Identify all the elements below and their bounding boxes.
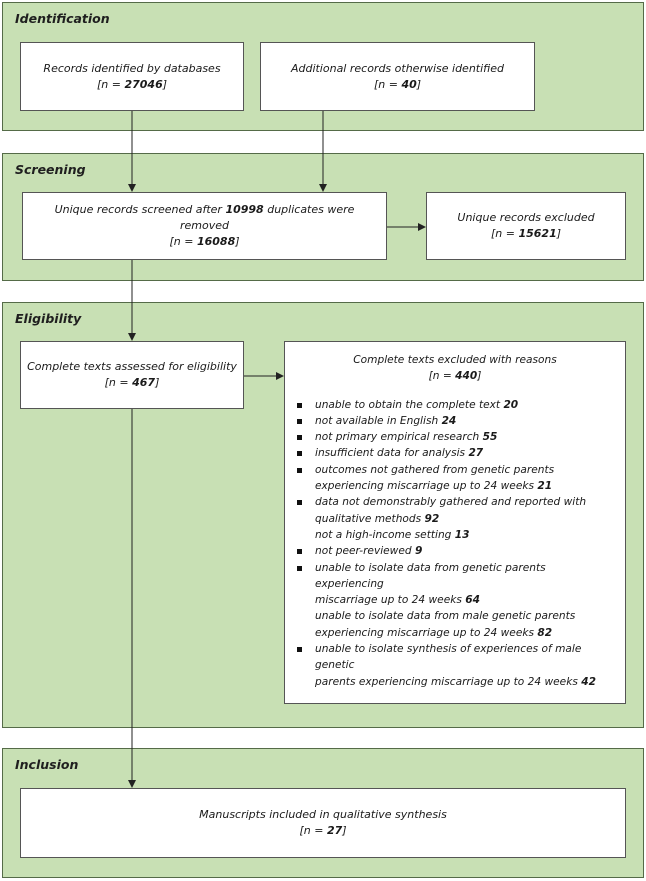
screening-excluded-count: [n = 15621] bbox=[490, 227, 562, 240]
assessed-box: Complete texts assessed for eligibility … bbox=[20, 341, 244, 409]
exclusion-reason-text: experiencing miscarriage up to 24 weeks bbox=[315, 480, 534, 493]
exclusion-reason-count: 55 bbox=[482, 431, 498, 444]
exclusion-reason-count: 82 bbox=[537, 626, 553, 639]
eligibility-excluded-count: [n = 440] bbox=[428, 370, 482, 383]
exclusion-reason-text: unable to isolate data from male genetic… bbox=[315, 610, 576, 623]
exclusion-reason-item: data not demonstrably gathered and repor… bbox=[291, 494, 617, 527]
stage-title-eligibility: Eligibility bbox=[15, 311, 82, 326]
exclusion-reason-count: 24 bbox=[441, 414, 457, 427]
exclusion-reason-text: unable to isolate data from genetic pare… bbox=[315, 561, 546, 590]
exclusion-reason-count: 27 bbox=[468, 447, 484, 460]
exclusion-reason-count: 9 bbox=[414, 545, 423, 558]
exclusion-reason-item: unable to isolate synthesis of experienc… bbox=[291, 641, 617, 690]
included-count: [n = 27] bbox=[299, 824, 347, 837]
exclusion-reason-item: outcomes not gathered from genetic paren… bbox=[291, 462, 617, 495]
assessed-label: Complete texts assessed for eligibility bbox=[27, 360, 237, 373]
exclusion-reason-text: not peer-reviewed bbox=[315, 545, 412, 558]
screened-count: [n = 16088] bbox=[169, 235, 240, 248]
databases-label: Records identified by databases bbox=[43, 61, 221, 75]
exclusion-reason-count: 13 bbox=[454, 528, 470, 541]
exclusion-reason-item: not a high-income setting 13 bbox=[291, 527, 617, 543]
included-box: Manuscripts included in qualitative synt… bbox=[20, 788, 626, 858]
eligibility-excluded-label: Complete texts excluded with reasons bbox=[353, 354, 557, 366]
exclusion-reason-text: insufficient data for analysis bbox=[315, 447, 466, 460]
exclusion-reason-text: not available in English bbox=[315, 414, 439, 427]
exclusion-reason-text: unable to obtain the complete text bbox=[315, 398, 501, 411]
screened-label: Unique records screened after 10998 dupl… bbox=[54, 203, 355, 232]
databases-count: [n = 27046] bbox=[96, 77, 168, 91]
stage-title-identification: Identification bbox=[15, 11, 110, 26]
exclusion-reason-count: 21 bbox=[537, 480, 553, 493]
exclusion-reason-text: not primary empirical research bbox=[315, 431, 480, 444]
exclusion-reason-text: unable to isolate synthesis of experienc… bbox=[315, 643, 582, 672]
exclusion-reason-text: parents experiencing miscarriage up to 2… bbox=[315, 675, 578, 688]
exclusion-reason-count: 64 bbox=[465, 594, 480, 607]
exclusion-reason-item: unable to isolate data from genetic pare… bbox=[291, 560, 617, 609]
stage-title-screening: Screening bbox=[15, 162, 86, 177]
exclusion-reason-count: 92 bbox=[424, 512, 440, 525]
screening-excluded-label: Unique records excluded bbox=[457, 211, 595, 224]
additional-records-box: Additional records otherwise identified … bbox=[260, 42, 535, 111]
exclusion-reason-count: 20 bbox=[503, 398, 519, 411]
eligibility-excluded-header: Complete texts excluded with reasons [n … bbox=[285, 352, 625, 385]
additional-count: [n = 40] bbox=[373, 77, 422, 91]
exclusion-reason-text: outcomes not gathered from genetic paren… bbox=[315, 463, 555, 476]
assessed-count: [n = 467] bbox=[104, 376, 160, 389]
screening-excluded-box: Unique records excluded [n = 15621] bbox=[426, 192, 626, 260]
included-label: Manuscripts included in qualitative synt… bbox=[199, 808, 447, 821]
exclusion-reason-count: 42 bbox=[581, 675, 596, 688]
eligibility-excluded-box: Complete texts excluded with reasons [n … bbox=[284, 341, 626, 704]
databases-box: Records identified by databases [n = 270… bbox=[20, 42, 244, 111]
exclusion-reason-item: unable to isolate data from male genetic… bbox=[291, 608, 617, 641]
exclusion-reason-item: not primary empirical research 55 bbox=[291, 429, 617, 445]
exclusion-reason-text: qualitative methods bbox=[315, 512, 422, 525]
exclusion-reason-text: experiencing miscarriage up to 24 weeks bbox=[315, 626, 534, 639]
exclusion-reason-item: not peer-reviewed 9 bbox=[291, 543, 617, 559]
exclusion-reason-item: insufficient data for analysis 27 bbox=[291, 445, 617, 461]
additional-label: Additional records otherwise identified bbox=[290, 61, 505, 75]
exclusion-reason-text: miscarriage up to 24 weeks bbox=[315, 594, 462, 607]
stage-title-inclusion: Inclusion bbox=[15, 757, 79, 772]
exclusion-reason-item: not available in English 24 bbox=[291, 413, 617, 429]
exclusion-reason-item: unable to obtain the complete text 20 bbox=[291, 397, 617, 413]
screened-box: Unique records screened after 10998 dupl… bbox=[22, 192, 387, 260]
exclusion-reason-text: not a high-income setting bbox=[315, 528, 452, 541]
exclusion-reason-text: data not demonstrably gathered and repor… bbox=[315, 496, 587, 509]
